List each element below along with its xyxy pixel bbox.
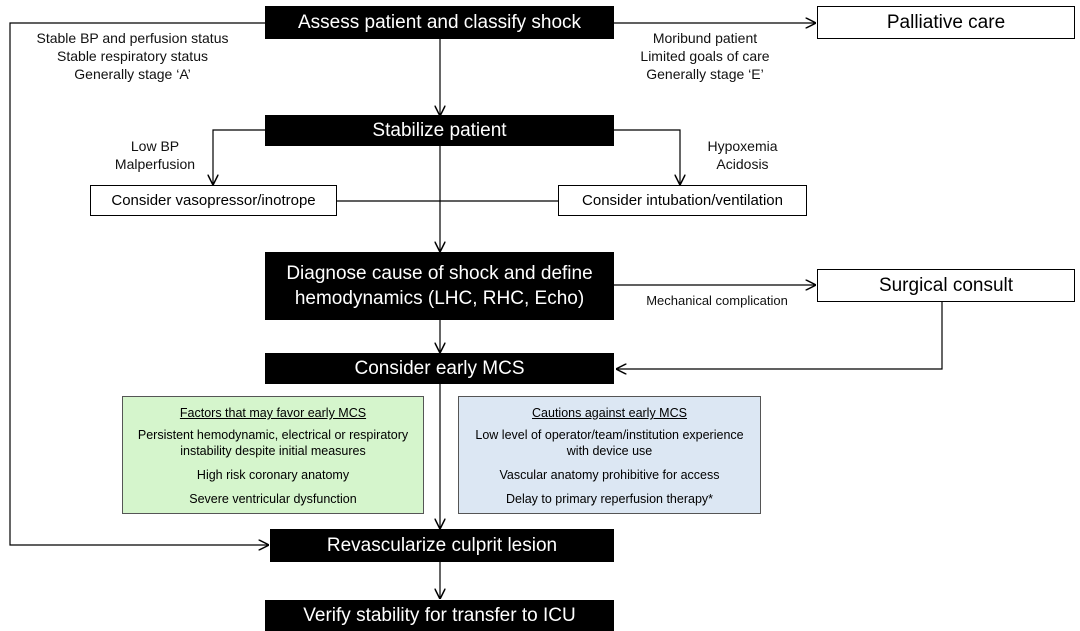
node-assess-patient: Assess patient and classify shock	[265, 6, 614, 39]
label-moribund-criteria: Moribund patient Limited goals of care G…	[620, 29, 790, 83]
edge-stabilize-intubation	[614, 129, 680, 184]
panel-factors-favor-mcs: Factors that may favor early MCS Persist…	[122, 396, 424, 514]
hypoxemia-line-2: Acidosis	[716, 156, 769, 172]
low-bp-line-2: Malperfusion	[114, 156, 196, 172]
label-low-bp: Low BP Malperfusion	[100, 137, 210, 173]
node-revascularize: Revascularize culprit lesion	[270, 529, 614, 562]
cautions-item: Vascular anatomy prohibitive for access	[499, 468, 720, 482]
stable-line-3: Generally stage ‘A’	[74, 66, 191, 82]
edge-surgical-mcs	[617, 302, 943, 369]
diagnose-line-2: hemodynamics (LHC, RHC, Echo)	[294, 288, 585, 309]
factors-heading: Factors that may favor early MCS	[179, 406, 367, 420]
low-bp-line-1: Low BP	[130, 138, 180, 154]
moribund-line-2: Limited goals of care	[640, 48, 770, 64]
cautions-item: Low level of operator/team/institution e…	[475, 428, 744, 458]
node-vasopressor: Consider vasopressor/inotrope	[90, 185, 337, 216]
node-consider-mcs: Consider early MCS	[265, 353, 614, 384]
moribund-line-1: Moribund patient	[652, 30, 758, 46]
moribund-line-3: Generally stage ‘E’	[646, 66, 764, 82]
edge-stabilize-vasopressor	[213, 129, 265, 184]
node-diagnose-cause: Diagnose cause of shock and define hemod…	[265, 252, 614, 320]
cautions-item: Delay to primary reperfusion therapy*	[505, 492, 714, 506]
diagnose-line-1: Diagnose cause of shock and define	[286, 263, 593, 284]
label-mechanical-complication: Mechanical complication	[646, 293, 788, 308]
edge-stable-bypass	[9, 22, 268, 545]
node-surgical-consult: Surgical consult	[817, 269, 1075, 302]
factors-item: Severe ventricular dysfunction	[189, 492, 357, 506]
node-verify-stability: Verify stability for transfer to ICU	[265, 600, 614, 631]
cautions-heading: Cautions against early MCS	[532, 406, 687, 420]
stable-line-2: Stable respiratory status	[57, 48, 208, 64]
label-hypoxemia: Hypoxemia Acidosis	[690, 137, 795, 173]
node-palliative-care: Palliative care	[817, 6, 1075, 39]
label-stable-criteria: Stable BP and perfusion status Stable re…	[20, 29, 245, 83]
stable-line-1: Stable BP and perfusion status	[36, 30, 229, 46]
node-stabilize-patient: Stabilize patient	[265, 115, 614, 146]
hypoxemia-line-1: Hypoxemia	[707, 138, 778, 154]
node-intubation: Consider intubation/ventilation	[558, 185, 807, 216]
factors-item: Persistent hemodynamic, electrical or re…	[137, 428, 409, 458]
panel-cautions-mcs: Cautions against early MCS Low level of …	[458, 396, 761, 514]
factors-item: High risk coronary anatomy	[196, 468, 350, 482]
